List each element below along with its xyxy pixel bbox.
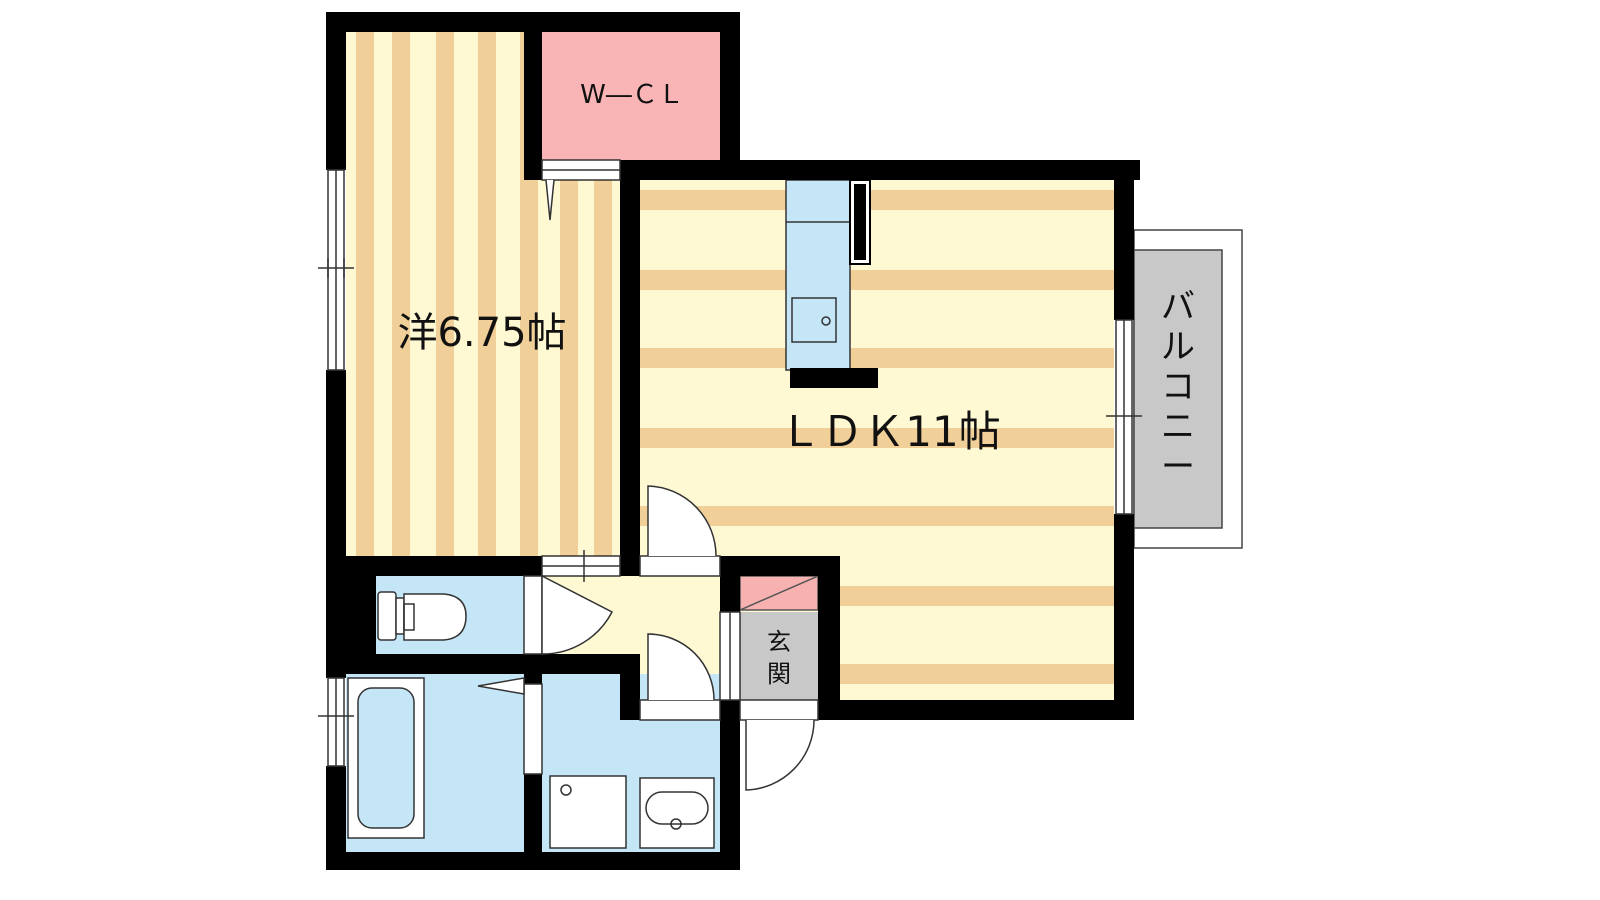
walk-in-closet (542, 32, 720, 160)
floor-stripe (356, 32, 374, 556)
balcony-label-char-3: コ (1161, 367, 1195, 407)
entrance-label-char-1: 玄 (767, 628, 791, 656)
ldk-room (640, 180, 1114, 700)
walls (326, 12, 1140, 870)
floor-stripe (436, 32, 454, 556)
closet-label: W―ＣＬ (580, 80, 684, 110)
balcony (1133, 229, 1243, 549)
balcony-label-char-2: ル (1161, 327, 1195, 367)
floor-stripe (640, 506, 1114, 526)
floor-stripe (640, 428, 1114, 448)
toilet-fixture (377, 591, 467, 641)
shoe-box (739, 575, 819, 611)
doors (477, 159, 819, 791)
windows (318, 169, 1142, 767)
balcony-label-char-4: ニ (1161, 407, 1195, 447)
floor-stripe (640, 348, 1114, 368)
balcony-label-char-5: ー (1161, 447, 1195, 487)
floor-stripe (392, 32, 410, 556)
floor-stripe (640, 190, 1114, 210)
balcony-label: バ ル コ ニ ー (1161, 287, 1195, 487)
entrance-floor (740, 612, 818, 700)
western-room-label: 洋6.75帖 (397, 310, 566, 356)
entrance-label-char-2: 関 (767, 660, 791, 688)
kitchen-counter (785, 179, 878, 388)
bathtub-fixture (347, 677, 425, 839)
washing-machine-space (549, 775, 627, 849)
floor-stripe (640, 270, 1114, 290)
balcony-label-char-1: バ (1161, 287, 1195, 327)
entrance-label: 玄 関 (767, 628, 791, 688)
ldk-label: ＬＤＫ11帖 (779, 407, 1000, 456)
wash-basin (639, 777, 715, 849)
floor-stripe (478, 32, 496, 556)
